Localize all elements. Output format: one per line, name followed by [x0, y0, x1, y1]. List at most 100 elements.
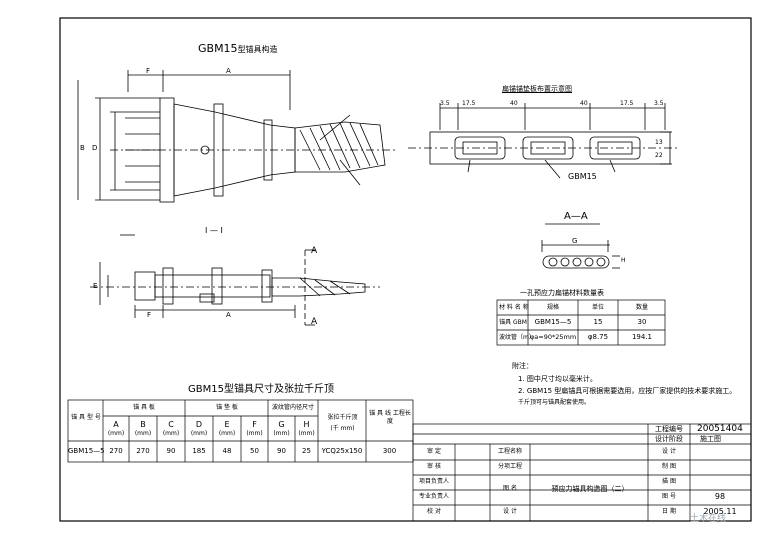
dt-unit-f: (mm) — [246, 430, 263, 437]
dim-1: 3.5 — [440, 100, 450, 107]
dt-row-a: 270 — [109, 447, 123, 455]
title-block-grid — [412, 423, 752, 522]
dt-row-b: 270 — [136, 447, 150, 455]
dim-2: 17.5 — [462, 100, 476, 107]
main-title-cn: 型锚具构造 — [237, 45, 278, 54]
tb-sheet-no: 98 — [714, 492, 726, 501]
material-table-grid — [496, 299, 666, 346]
dt-unit-c: (mm) — [162, 430, 180, 437]
tb-right-3: 图 号 — [662, 493, 676, 500]
main-title-code: GBM15 — [198, 42, 238, 55]
dt-group-1: 锚 具 板 — [133, 404, 155, 411]
dt-group-2: 锚 垫 板 — [216, 404, 238, 411]
tb-right-1: 制 图 — [662, 463, 676, 470]
main-title: GBM15型锚具构造 — [198, 43, 278, 54]
dt-letter-c: C — [168, 420, 174, 429]
dt-row-length: 300 — [382, 447, 397, 455]
tb-project-no-label: 工程编号 — [655, 425, 683, 433]
dim-f-top: F — [146, 67, 151, 75]
tb-project-name-label: 工程名称 — [497, 448, 522, 455]
mt-r0c3: 30 — [637, 318, 647, 326]
tb-drawing-name: 预应力锚具构造图（二） — [551, 485, 629, 493]
dt-letter-f: F — [252, 420, 257, 429]
dt-letter-e: E — [224, 420, 230, 429]
cut-marker-top: A — [311, 246, 318, 256]
mt-header-2: 单位 — [591, 304, 604, 311]
section-aa — [541, 223, 620, 269]
mt-r0c0: 锚具 GBM — [499, 319, 527, 326]
mt-header-3: 数量 — [635, 304, 648, 311]
mt-header-1: 规格 — [546, 304, 559, 311]
dim-d-left: D — [92, 144, 98, 152]
tb-role-3: 专业负责人 — [418, 493, 449, 500]
tb-design-label: 设 计 — [503, 508, 517, 515]
dt-letter-h: H — [303, 420, 310, 429]
tb-right-2: 描 图 — [662, 478, 676, 485]
mt-r0c2: 15 — [593, 318, 603, 326]
anchor-elevation — [77, 70, 395, 203]
dt-group-3: 波纹管内径尺寸 — [271, 404, 314, 411]
dt-unit-b: (mm) — [134, 430, 152, 437]
tb-role-0: 审 定 — [427, 448, 441, 455]
tb-right-4: 日 期 — [662, 508, 676, 515]
dt-row-h: 25 — [302, 447, 311, 455]
dim-f-bottom: F — [147, 311, 152, 319]
dt-group-0: 锚 具 型 号 — [71, 414, 101, 421]
note-2: 2. GBM15 型扁锚具可根据需要选用，应按厂家提供的技术要求施工。 — [518, 387, 737, 395]
tb-role-2: 项目负责人 — [418, 478, 449, 485]
dt-letter-d: D — [195, 420, 203, 429]
dim-e-left: E — [93, 282, 98, 290]
dt-letter-g: G — [278, 420, 285, 429]
dt-unit-h: (mm) — [298, 430, 315, 437]
tb-stage-label: 设计阶段 — [655, 435, 683, 443]
dt-unit-e: (mm) — [218, 430, 236, 437]
dt-row-g: 90 — [277, 447, 286, 455]
dt-unit-a: (mm) — [107, 430, 125, 437]
dt-row-e: 48 — [222, 447, 232, 455]
dt-group-4: 张拉千斤顶 — [327, 414, 358, 421]
dim-a-bottom: A — [226, 311, 231, 319]
cut-marker-bottom: A — [311, 317, 318, 327]
dt-jack-unit: (千 mm) — [330, 425, 355, 432]
gbm15-callout: GBM15 — [568, 172, 597, 181]
dt-row-model: GBM15—5 — [68, 447, 105, 455]
side-dim-2: 22 — [655, 152, 663, 159]
dim-table-title: GBM15型锚具尺寸及张拉千斤顶 — [188, 384, 334, 395]
section-view — [90, 234, 380, 326]
dt-letter-b: B — [140, 420, 146, 429]
drawing-frame — [59, 17, 752, 522]
tb-role-1: 审 核 — [427, 463, 441, 470]
watermark: 土木在线 — [690, 514, 727, 524]
dt-unit-d: (mm) — [190, 430, 208, 437]
tb-right-0: 设 计 — [662, 448, 676, 455]
plate-layout — [408, 103, 680, 179]
mt-header-0: 材 料 名 称 — [499, 304, 529, 311]
mt-r1c2: φ8.75 — [587, 333, 609, 341]
tb-role-4: 校 对 — [427, 508, 441, 515]
dt-group-5: 锚 具 线 工程长度 — [369, 410, 411, 425]
dim-4: 40 — [580, 100, 588, 107]
dt-row-f: 50 — [250, 447, 259, 455]
dim-h: H — [621, 257, 626, 264]
tb-sub-project: 分项工程 — [497, 463, 522, 470]
mt-r1c1: φa=90*25mm — [530, 333, 577, 341]
dt-row-d: 185 — [192, 447, 206, 455]
notes-heading: 附注： — [512, 362, 533, 370]
dim-a-top: A — [226, 67, 231, 75]
note-3: 千斤顶可与锚具配套使用。 — [518, 399, 591, 406]
dt-row-c: 90 — [166, 447, 176, 455]
dim-6: 3.5 — [654, 100, 664, 107]
note-1: 1. 图中尺寸均以毫米计。 — [518, 375, 597, 383]
tb-drawing-label: 图 名 — [503, 485, 517, 492]
tb-project-no: 20051404 — [697, 424, 743, 434]
mt-r1c3: 194.1 — [631, 333, 653, 341]
section-label: I — I — [205, 226, 223, 235]
plate-layout-title: 扁锚锚垫板布置示意图 — [502, 85, 572, 93]
material-table-title: 一孔预应力扁锚材料数量表 — [520, 289, 604, 297]
dim-b-left: B — [80, 144, 85, 152]
dt-unit-g: (mm) — [273, 430, 290, 437]
dim-3: 40 — [510, 100, 518, 107]
tb-date: 2005.11 — [703, 507, 737, 516]
dim-g: G — [572, 237, 578, 245]
